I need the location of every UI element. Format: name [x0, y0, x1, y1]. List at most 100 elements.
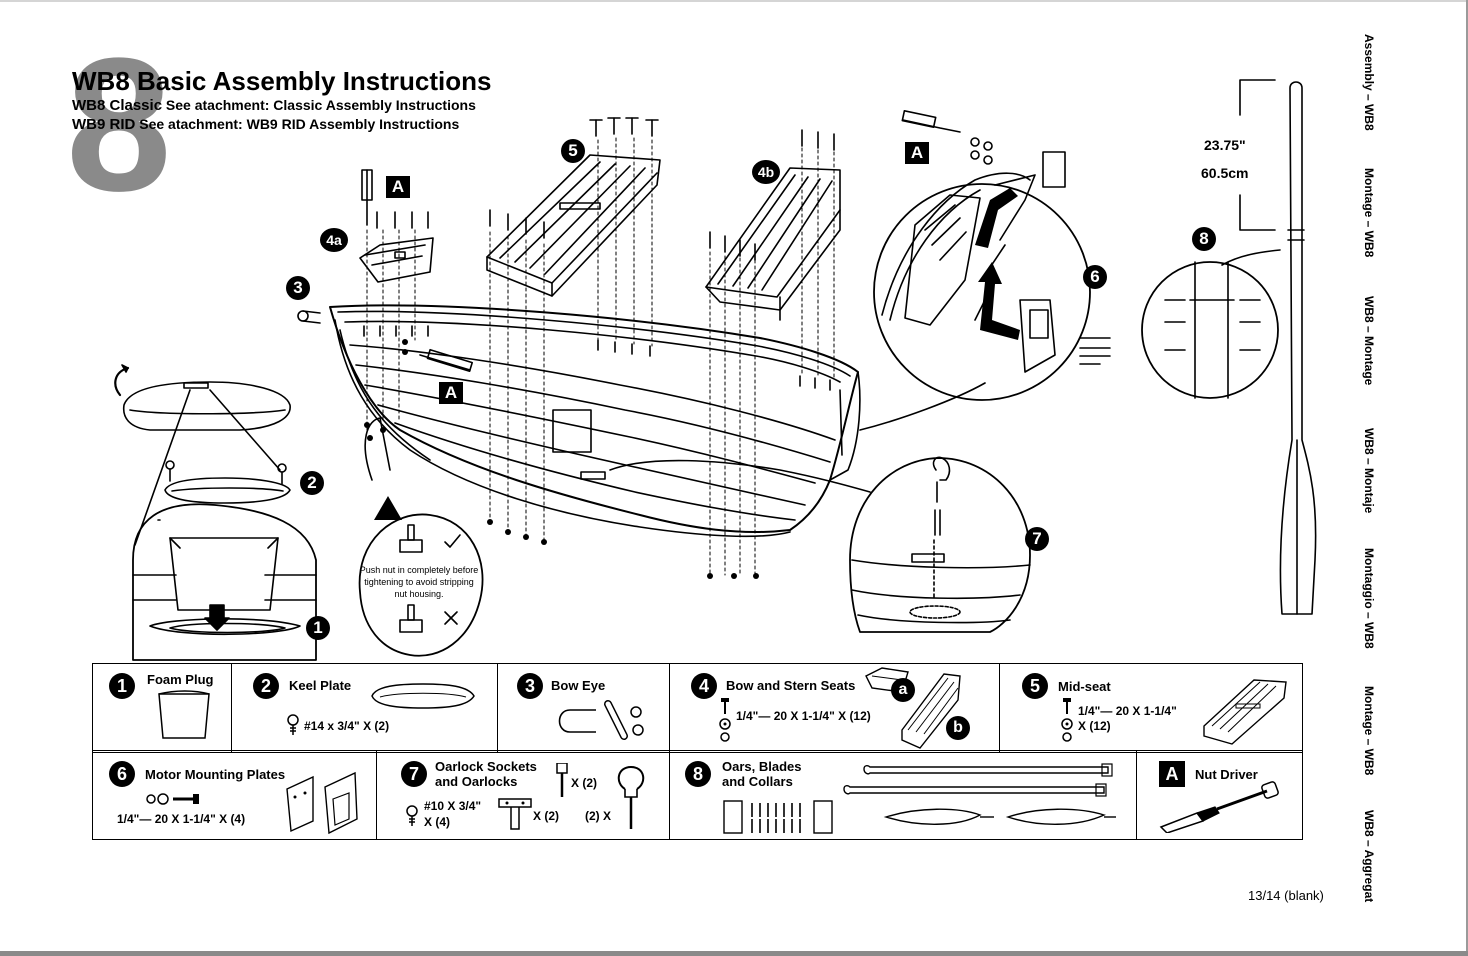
part-number: 3: [517, 673, 543, 699]
part-name: Nut Driver: [1195, 767, 1258, 782]
part-name: Bow Eye: [551, 678, 606, 693]
part-number: 8: [685, 761, 711, 787]
keel-foam-detail: [114, 364, 317, 661]
part-name-line-2: and Collars: [722, 774, 793, 789]
part-qty-line-2: X (12): [1078, 719, 1111, 733]
part-cell-oars: 8 Oars, Blades and Collars: [669, 751, 1136, 839]
part-cell-oarlocks: 7 Oarlock Sockets and Oarlocks #10 X 3/4…: [376, 751, 669, 839]
mid-seat-part: [486, 154, 661, 297]
part-sub-b: b: [946, 716, 970, 740]
foam-plug-icon: [158, 690, 210, 739]
part-qty-oarlocks: (2) X: [585, 809, 612, 823]
stern-seat-part: [705, 167, 841, 321]
part-cell-bow-eye: 3 Bow Eye: [497, 664, 669, 752]
page-number: 13/14 (blank): [1248, 888, 1324, 903]
callout-mid-seat: 5: [561, 139, 585, 163]
keel-plate-icon: [371, 683, 475, 709]
part-cell-foam-plug: 1 Foam Plug: [93, 664, 231, 752]
screw-icon: [406, 805, 418, 826]
callout-bow-seat: 4a: [320, 228, 348, 252]
classic-note-bold: WB8 Classic: [72, 97, 163, 114]
screw-icon: [287, 714, 299, 735]
callout-keel-plate: 2: [300, 471, 324, 495]
part-qty-line-1: 1/4"— 20 X 1-1/4": [1078, 704, 1177, 718]
oarlock-detail: [609, 456, 1031, 633]
part-name: Keel Plate: [289, 678, 352, 693]
callout-bow-eye: 3: [286, 276, 310, 300]
part-cell-nut-driver: A Nut Driver: [1136, 751, 1302, 839]
oar-length-inches: 23.75": [1204, 137, 1246, 153]
side-label-en: Assembly – WB8: [1362, 34, 1376, 131]
part-qty-sockets: X (2): [533, 809, 560, 823]
oarlock-socket-icon: [498, 798, 532, 830]
parts-table-row-2: 6 Motor Mounting Plates 1/4"— 20 X 1-1/4…: [92, 750, 1303, 840]
part-qty: #14 x 3/4" X (2): [304, 719, 390, 733]
part-number: 4: [691, 673, 717, 699]
nut-driver-icon: [1159, 781, 1279, 833]
oarlock-icon: [617, 765, 645, 829]
part-qty-screws-line-2: X (4): [424, 815, 451, 829]
page-title: WB8 Basic Assembly Instructions: [72, 66, 492, 96]
classic-note: WB8 Classic See atachment: Classic Assem…: [72, 96, 476, 115]
part-name: Mid-seat: [1058, 679, 1111, 694]
page-right-edge: [1466, 0, 1468, 956]
part-cell-motor-mount: 6 Motor Mounting Plates 1/4"— 20 X 1-1/4…: [93, 751, 376, 839]
side-label-nl: Montage – WB8: [1362, 686, 1376, 776]
bow-eye-icon: [558, 700, 644, 740]
motor-plates-icon: [286, 771, 358, 835]
bolt-washer-nut-icon: [1061, 698, 1073, 742]
seat-screws: [376, 117, 835, 261]
bow-seat-part: [359, 237, 434, 283]
nut-driver-label-top: A: [386, 176, 410, 198]
part-sub-a: a: [891, 678, 915, 702]
warning-text: Push nut in completely before tightening…: [359, 565, 479, 599]
rid-note: WB9 RID See atachment: WB9 RID Assembly …: [72, 115, 459, 134]
nut-driver-on-boat: [361, 169, 474, 373]
side-label-fr: WB8 – Montage: [1362, 296, 1376, 386]
part-number: 1: [109, 673, 135, 699]
part-name: Bow and Stern Seats: [726, 678, 856, 693]
part-cell-mid-seat: 5 Mid-seat 1/4"— 20 X 1-1/4" X (12): [999, 664, 1302, 752]
side-label-de: Montage – WB8: [1362, 168, 1376, 258]
part-qty-pins: X (2): [571, 776, 598, 790]
part-cell-keel-plate: 2 Keel Plate #14 x 3/4" X (2): [231, 664, 497, 752]
callout-motor-mount: 6: [1083, 265, 1107, 289]
oar-parts-icon: [723, 763, 1116, 834]
warning-detail: [358, 417, 484, 657]
part-letter: A: [1159, 761, 1185, 787]
page-top-edge: [0, 0, 1468, 2]
side-label-es: WB8 – Montaje: [1362, 428, 1376, 514]
page-bottom-edge: [0, 951, 1468, 956]
rid-note-bold: WB9 RID: [72, 116, 136, 133]
step-number-watermark: 8: [66, 19, 172, 231]
part-qty: 1/4"— 20 X 1-1/4" X (4): [117, 812, 246, 826]
part-name: Foam Plug: [147, 672, 214, 687]
callout-oarlock: 7: [1025, 527, 1049, 551]
part-number: 7: [401, 761, 427, 787]
side-label-it: Montaggio – WB8: [1362, 548, 1376, 649]
bolt-washer-nut-icon: [719, 698, 731, 742]
parts-table-row-1: 1 Foam Plug 2 Keel Plate #14 x 3/4" X (2…: [92, 663, 1303, 753]
side-label-sv: WB8 – Aggregat: [1362, 810, 1376, 903]
part-name-line-1: Oarlock Sockets: [435, 759, 537, 774]
part-cell-seats: 4 Bow and Stern Seats a b 1/4"— 20 X 1-1…: [669, 664, 999, 752]
nut-driver-label-motor: A: [905, 142, 929, 164]
part-qty: 1/4"— 20 X 1-1/4" X (12): [736, 709, 871, 723]
stern-seat-icon: [901, 673, 961, 749]
callout-oar: 8: [1192, 227, 1216, 251]
part-name: Motor Mounting Plates: [145, 767, 286, 782]
part-qty-screws-line-1: #10 X 3/4": [424, 799, 482, 813]
motor-mount-arrows: [975, 188, 1020, 340]
nut-driver-label-boat: A: [439, 382, 463, 404]
oar-detail: [1141, 79, 1317, 615]
mid-seat-icon: [1203, 679, 1287, 745]
part-number: 6: [109, 761, 135, 787]
callout-stern-seat: 4b: [752, 160, 780, 184]
alignment-lines: [366, 137, 835, 576]
motor-mount-detail: [859, 109, 1111, 431]
part-name-line-1: Oars, Blades: [722, 759, 802, 774]
part-name-line-2: and Oarlocks: [435, 774, 518, 789]
oarlock-pin-icon: [556, 763, 568, 797]
